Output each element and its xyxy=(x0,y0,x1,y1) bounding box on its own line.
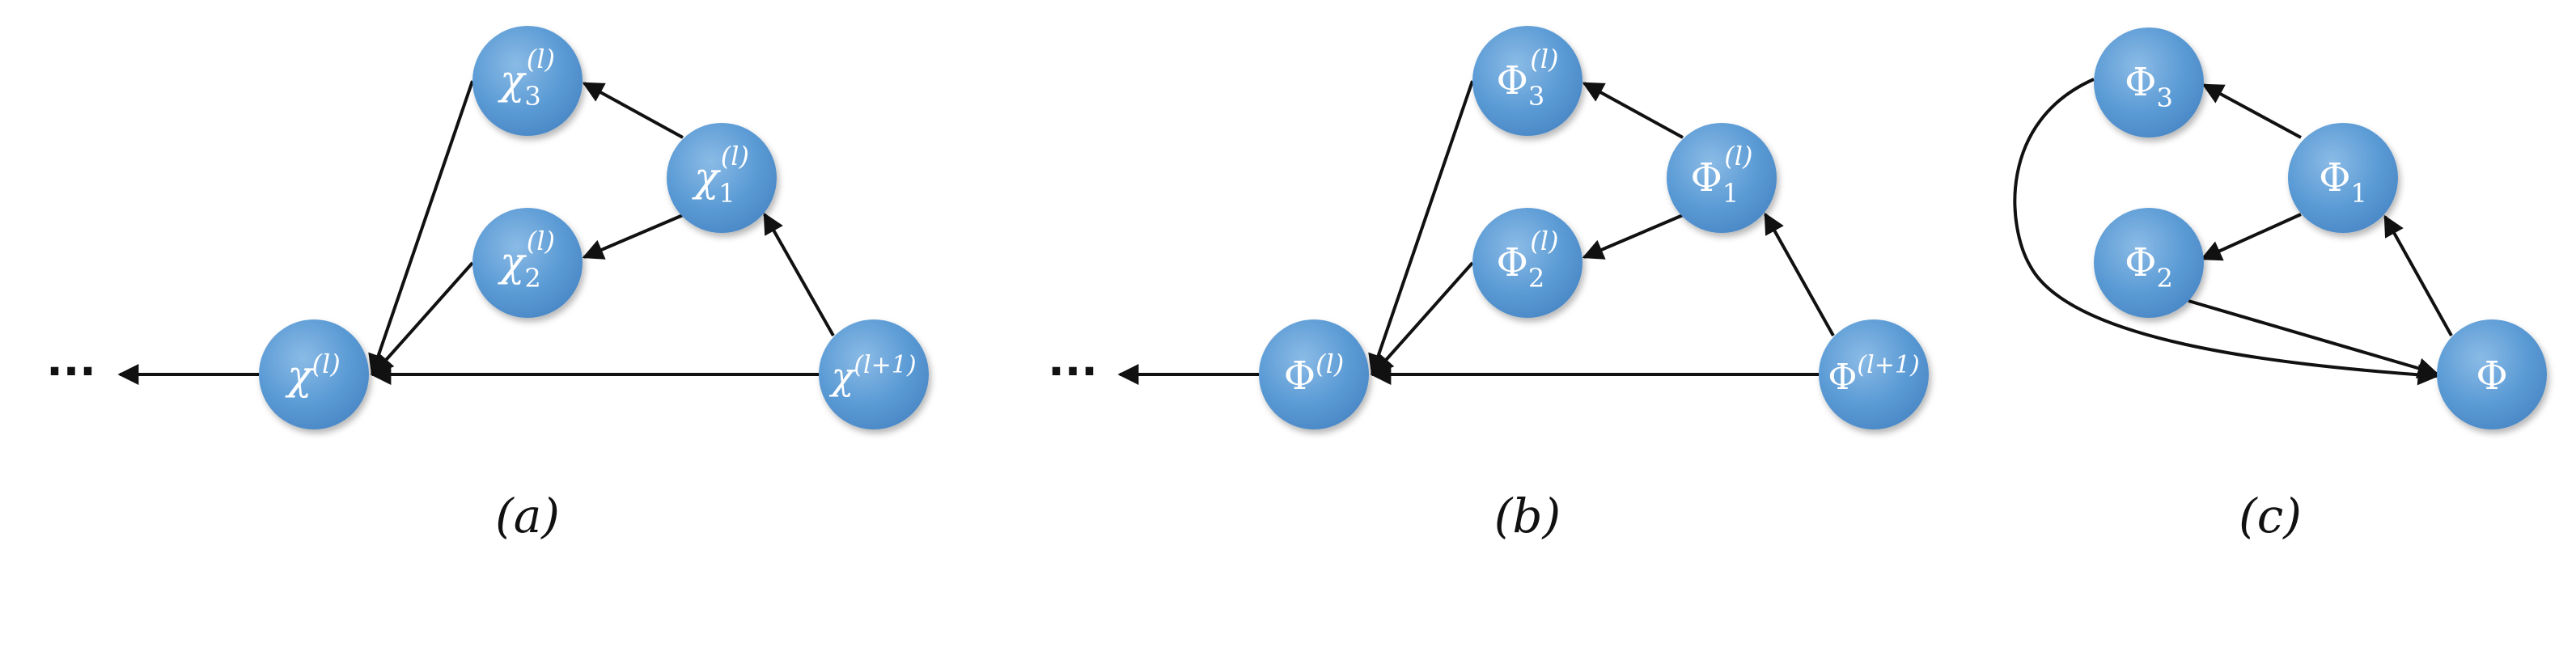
ellipsis-a: ··· xyxy=(46,346,96,397)
edge-a1-a2 xyxy=(582,214,684,260)
edge-c1-c3 xyxy=(2201,83,2302,139)
node-chi2: χ2(l) xyxy=(472,208,583,318)
edge-b1-b3 xyxy=(1582,82,1684,139)
svg-text:Φ: Φ xyxy=(2476,353,2507,399)
svg-text:Φ2: Φ2 xyxy=(2125,240,2173,294)
edge-c1-c2 xyxy=(2200,213,2302,261)
edge-b1-b2 xyxy=(1582,214,1684,260)
svg-text:χ(l): χ(l) xyxy=(285,349,341,399)
node-phi3-l: Φ3(l) xyxy=(1472,26,1582,136)
node-phi-next: Φ(l+1) xyxy=(1819,319,1929,429)
caption-a: (a) xyxy=(495,488,560,543)
svg-text:Φ3: Φ3 xyxy=(2125,60,2173,113)
node-chi-next: χ(l+1) xyxy=(819,319,929,429)
edge-b2-b0 xyxy=(1372,261,1474,375)
edge-c3-c0-curve xyxy=(2013,78,2439,386)
edge-a3-a0 xyxy=(368,80,474,376)
svg-text:χ1(l): χ1(l) xyxy=(692,141,749,209)
svg-text:χ3(l): χ3(l) xyxy=(498,44,555,112)
edge-ap-a1 xyxy=(763,212,835,336)
edge-c0-c1 xyxy=(2383,214,2453,336)
node-chi3: χ3(l) xyxy=(472,26,583,136)
node-phi2-l: Φ2(l) xyxy=(1472,208,1582,318)
panel-a: ··· χ3(l) χ1(l) χ2(l) χ(l) xyxy=(46,26,929,543)
node-chi: χ(l) xyxy=(259,319,369,429)
node-phi1: Φ1 xyxy=(2288,123,2398,233)
svg-text:Φ3(l): Φ3(l) xyxy=(1497,44,1559,112)
edge-a2-a0 xyxy=(372,261,474,375)
svg-text:Φ1: Φ1 xyxy=(2319,155,2367,209)
edge-b3-b0 xyxy=(1368,80,1474,376)
caption-b: (b) xyxy=(1494,488,1561,543)
caption-c: (c) xyxy=(2239,488,2302,543)
node-phi1-l: Φ1(l) xyxy=(1667,123,1777,233)
svg-text:Φ(l): Φ(l) xyxy=(1284,349,1345,399)
edge-a1-a3 xyxy=(582,82,684,139)
node-chi1: χ1(l) xyxy=(667,123,777,233)
svg-text:Φ(l+1): Φ(l+1) xyxy=(1828,351,1919,398)
node-phi2: Φ2 xyxy=(2094,208,2204,318)
edge-bp-b1 xyxy=(1764,212,1835,336)
edge-c2-c0 xyxy=(2188,299,2439,378)
node-phi-l: Φ(l) xyxy=(1259,319,1369,429)
svg-text:Φ1(l): Φ1(l) xyxy=(1691,141,1753,209)
panel-c: Φ3 Φ1 Φ2 Φ (c) xyxy=(2013,27,2547,543)
panel-b: ··· Φ3(l) Φ1(l) Φ2(l) Φ(l) xyxy=(1048,26,1929,543)
svg-text:Φ2(l): Φ2(l) xyxy=(1497,226,1559,294)
ellipsis-b: ··· xyxy=(1048,346,1098,397)
svg-text:χ2(l): χ2(l) xyxy=(498,226,555,294)
svg-text:χ(l+1): χ(l+1) xyxy=(828,351,916,398)
node-phi3: Φ3 xyxy=(2094,27,2204,137)
node-phi: Φ xyxy=(2437,319,2547,429)
